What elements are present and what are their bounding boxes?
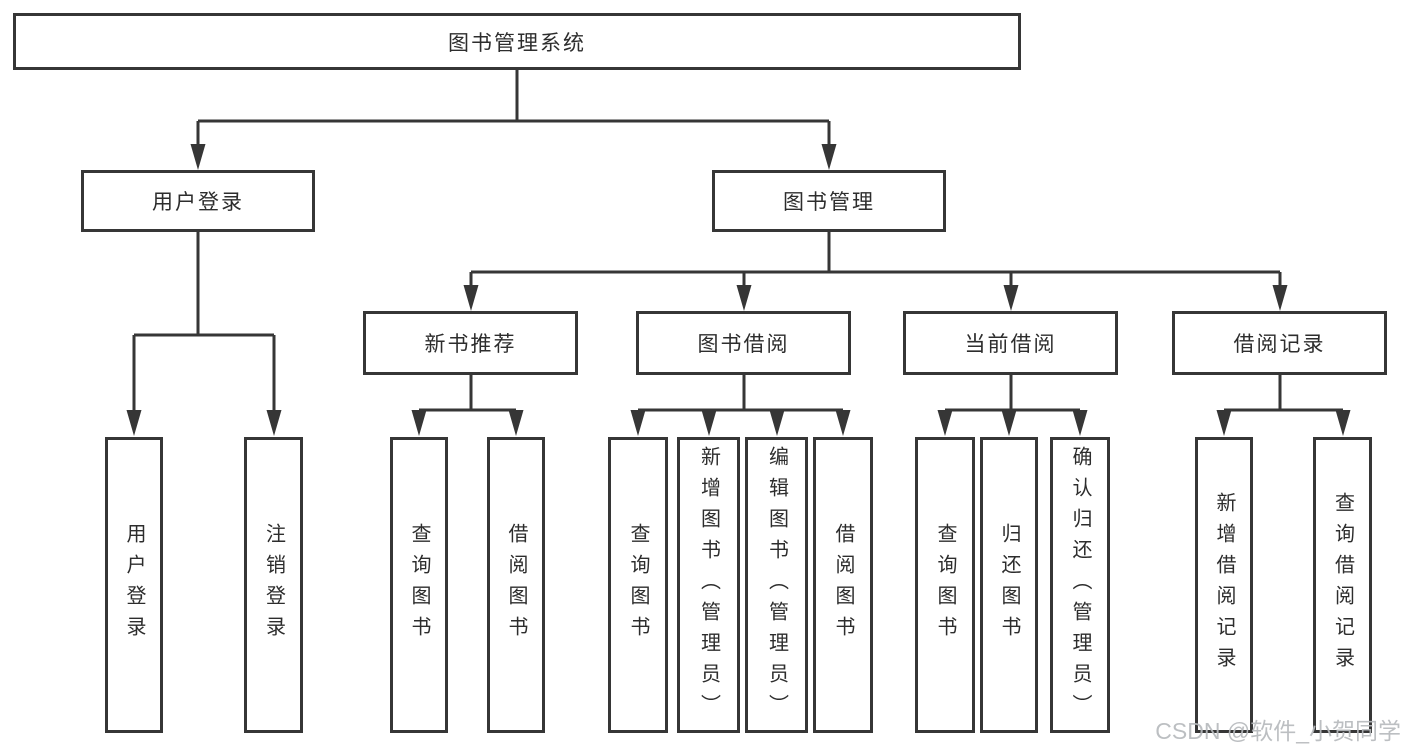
node-book-borrow-label: 图书借阅 (697, 333, 790, 356)
leaf-borrow-book-1-label: 借阅图书 (505, 523, 527, 647)
leaf-query-book-3-label: 查询图书 (934, 523, 956, 647)
node-new-book-recommend: 新书推荐 (363, 311, 578, 375)
leaf-borrow-book-2: 借阅图书 (813, 437, 873, 733)
leaf-return-book-label: 归还图书 (998, 523, 1020, 647)
arrow-down-icons (126, 144, 1351, 436)
node-book-management-label: 图书管理 (783, 191, 875, 214)
leaf-user-login-label: 用户登录 (123, 523, 145, 647)
node-current-borrow-label: 当前借阅 (964, 333, 1057, 356)
leaf-query-book-2: 查询图书 (608, 437, 668, 733)
node-book-borrow: 图书借阅 (636, 311, 851, 375)
leaf-add-borrow-record: 新增借阅记录 (1195, 437, 1253, 733)
leaf-query-borrow-record-label: 查询借阅记录 (1331, 492, 1354, 678)
leaf-query-book-2-label: 查询图书 (627, 523, 649, 647)
node-root-label: 图书管理系统 (448, 31, 586, 55)
node-user-login-label: 用户登录 (152, 191, 244, 214)
csdn-watermark: CSDN @软件_小贺同学 (1155, 718, 1401, 744)
node-book-management: 图书管理 (712, 170, 946, 232)
node-borrow-record: 借阅记录 (1172, 311, 1387, 375)
node-current-borrow: 当前借阅 (903, 311, 1118, 375)
leaf-borrow-book-1: 借阅图书 (487, 437, 545, 733)
leaf-confirm-return-admin: 确认归还（管理员） (1050, 437, 1110, 733)
leaf-borrow-book-2-label: 借阅图书 (832, 523, 854, 647)
leaf-edit-book-admin: 编辑图书（管理员） (745, 437, 808, 733)
leaf-logout: 注销登录 (244, 437, 303, 733)
leaf-edit-book-admin-label: 编辑图书（管理员） (765, 445, 788, 725)
leaf-user-login: 用户登录 (105, 437, 163, 733)
node-new-book-recommend-label: 新书推荐 (424, 333, 517, 356)
node-root: 图书管理系统 (13, 13, 1021, 70)
leaf-add-book-admin: 新增图书（管理员） (677, 437, 740, 733)
leaf-add-borrow-record-label: 新增借阅记录 (1213, 492, 1235, 678)
leaf-query-book-3: 查询图书 (915, 437, 975, 733)
leaf-query-book-1-label: 查询图书 (408, 523, 430, 647)
leaf-add-book-admin-label: 新增图书（管理员） (697, 445, 720, 725)
node-user-login: 用户登录 (81, 170, 315, 232)
leaf-query-book-1: 查询图书 (390, 437, 448, 733)
node-borrow-record-label: 借阅记录 (1233, 333, 1326, 356)
leaf-return-book: 归还图书 (980, 437, 1038, 733)
leaf-confirm-return-admin-label: 确认归还（管理员） (1069, 445, 1091, 725)
leaf-logout-label: 注销登录 (262, 523, 285, 647)
leaf-query-borrow-record: 查询借阅记录 (1313, 437, 1372, 733)
